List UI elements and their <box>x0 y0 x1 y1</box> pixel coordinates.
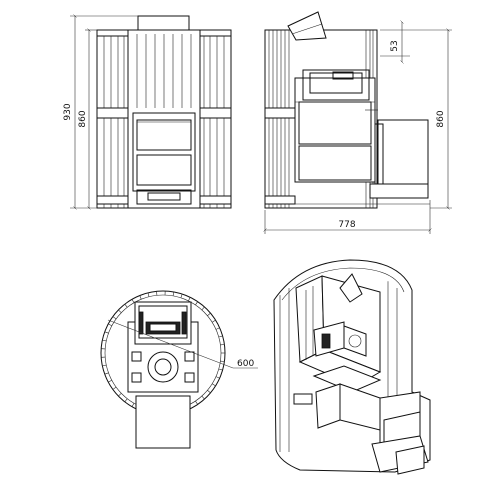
dim-side-height: 860 <box>410 30 452 208</box>
top-view: 600 <box>100 290 258 449</box>
rim-tick <box>108 379 112 383</box>
cutaway-view <box>273 259 431 475</box>
rim-tick <box>215 327 220 330</box>
rim-tick <box>201 395 205 400</box>
dim-top-offset-label: 53 <box>390 40 400 51</box>
rim-tick <box>220 344 225 346</box>
rim-tick <box>180 293 183 298</box>
dim-diameter: 600 <box>107 319 258 369</box>
rim-tick <box>131 403 135 407</box>
rim-tick <box>139 295 142 300</box>
rim-tick <box>188 297 191 302</box>
rim-tick <box>212 319 216 323</box>
rim-tick <box>118 309 122 313</box>
dim-depth: 778 <box>265 200 430 234</box>
rim-tick <box>218 335 223 338</box>
rim-tick <box>172 291 175 296</box>
rim-tick <box>102 364 107 367</box>
dim-diameter-label: 600 <box>237 359 254 369</box>
rim-tick <box>104 372 109 375</box>
rim-tick <box>112 386 117 390</box>
side-slats <box>264 30 374 208</box>
fire-door <box>132 112 196 192</box>
dim-depth-label: 778 <box>338 220 355 230</box>
rim-tick <box>207 312 211 316</box>
cutaway-slats <box>279 281 398 452</box>
front-right-rails <box>199 35 232 209</box>
rim-tick <box>147 292 150 297</box>
front-center-slats <box>136 34 192 108</box>
front-view: 930 860 <box>63 16 232 209</box>
dim-total-height-label: 930 <box>63 103 73 120</box>
rim-tick <box>108 323 112 327</box>
ash-pan <box>136 189 192 205</box>
dim-side-height-label: 860 <box>436 110 446 127</box>
rim-tick <box>195 400 198 405</box>
rim-tick <box>212 383 216 387</box>
rim-tick <box>102 339 107 342</box>
rim-tick <box>124 303 128 308</box>
rim-tick <box>112 316 117 320</box>
front-left-rails <box>96 35 129 209</box>
rim-tick <box>195 301 198 306</box>
dim-body-height: 860 <box>78 30 97 208</box>
rim-tick <box>218 368 223 371</box>
side-view: 53 860 778 <box>264 11 452 234</box>
rim-tick <box>124 398 128 403</box>
rim-tick <box>207 390 211 394</box>
rim-tick <box>131 299 135 303</box>
rim-tick <box>201 306 205 311</box>
cutaway-firebox <box>293 273 429 475</box>
rim-tick <box>215 376 220 379</box>
side-fire-channel <box>374 119 429 185</box>
rim-tick <box>118 393 122 397</box>
rim-tick <box>220 360 225 362</box>
dim-total-height: 930 <box>63 16 138 208</box>
dim-top-offset: 53 <box>380 22 410 62</box>
rim-tick <box>104 331 109 334</box>
dim-body-height-label: 860 <box>78 110 88 127</box>
side-firebox <box>294 69 378 183</box>
